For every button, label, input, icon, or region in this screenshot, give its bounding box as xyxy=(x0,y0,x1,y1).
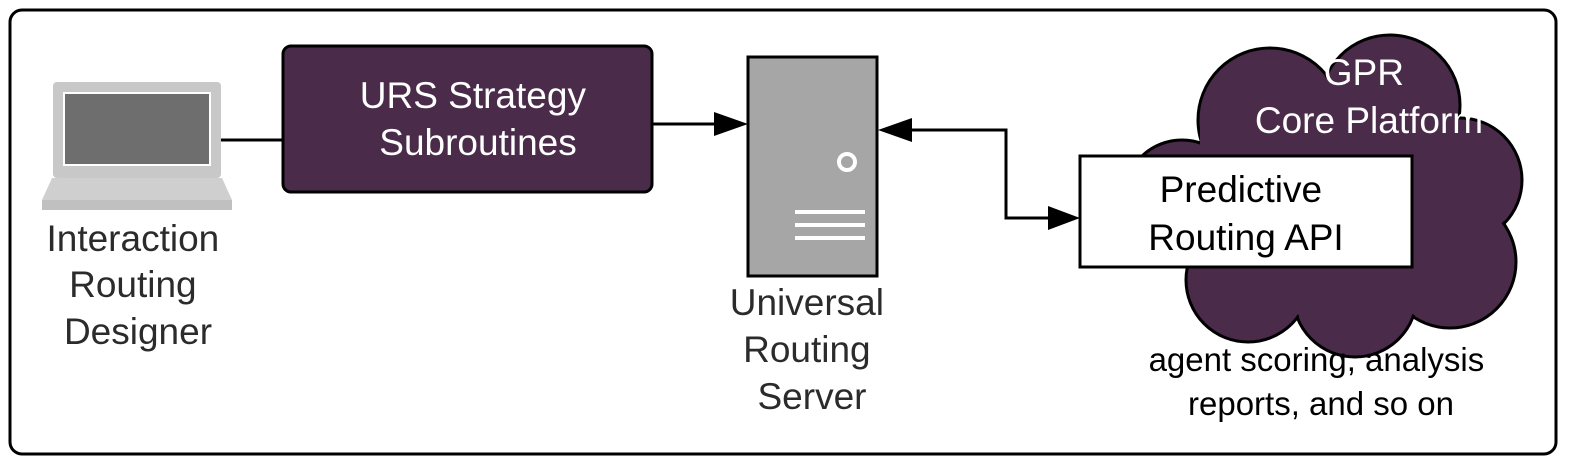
urs-label: Universal Routing Server xyxy=(730,282,895,417)
predictive-api-label: Predictive Routing API xyxy=(1148,169,1343,258)
designer-label: Interaction Routing Designer xyxy=(46,218,229,352)
laptop-icon xyxy=(42,82,232,210)
arrow-subroutines-to-urs xyxy=(652,112,748,136)
arrow-urs-api xyxy=(878,118,1080,230)
subroutines-box xyxy=(281,44,654,194)
gpr-note: agent scoring, analysis reports, and so … xyxy=(1149,341,1494,422)
gpr-title: GPR Core Platform xyxy=(1255,52,1483,141)
subroutines-label: URS Strategy Subroutines xyxy=(360,75,596,163)
predictive-api-box xyxy=(1078,154,1414,269)
server-icon xyxy=(746,55,879,278)
